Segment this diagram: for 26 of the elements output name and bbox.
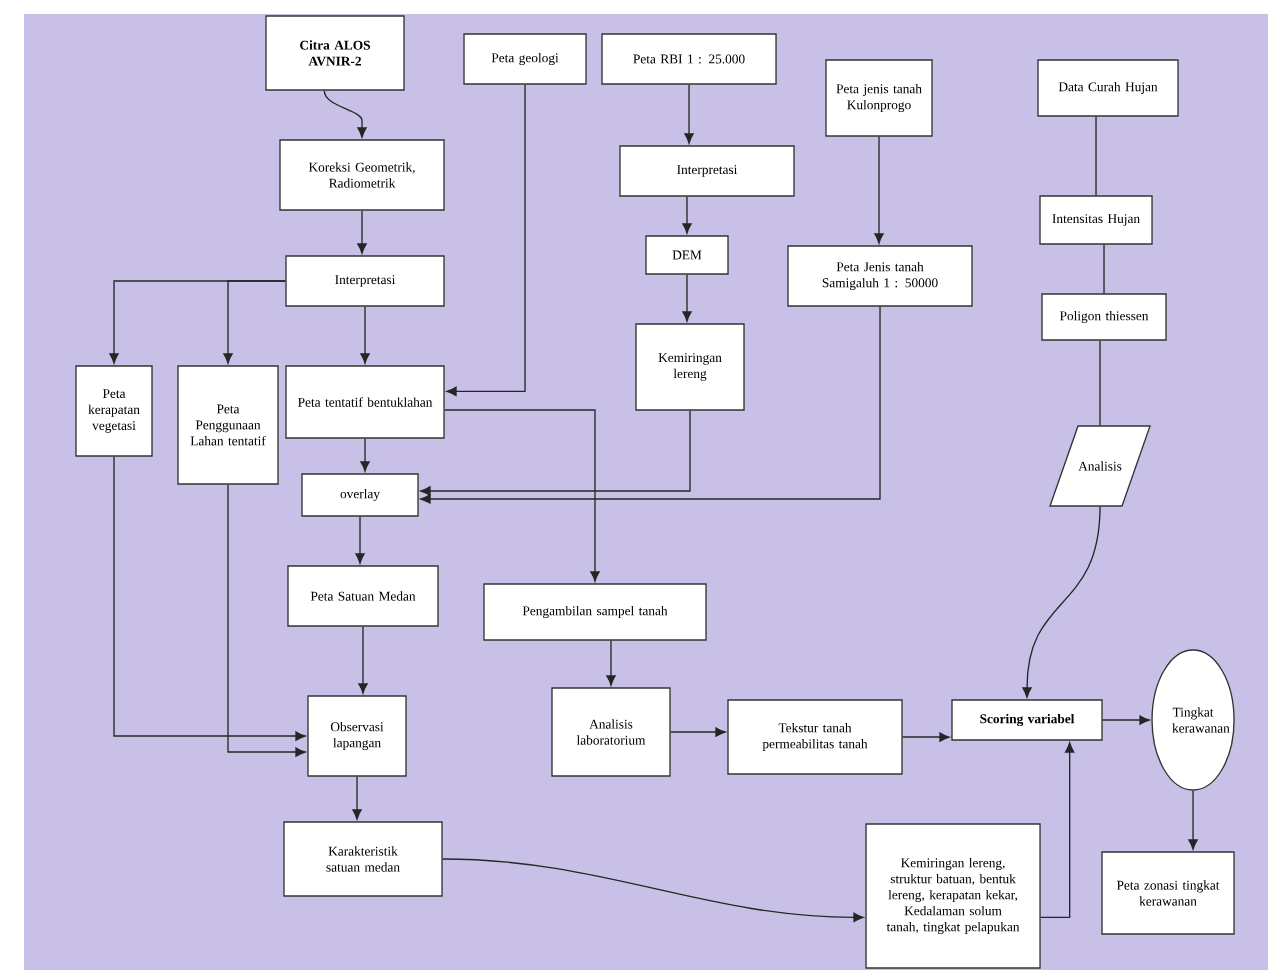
- arrow: [420, 410, 691, 496]
- arrow: [446, 84, 526, 397]
- arrow: [444, 409, 600, 582]
- arrow: [1188, 790, 1198, 850]
- arrow: [113, 456, 306, 741]
- arrow: [442, 858, 864, 923]
- arrow: [606, 640, 616, 686]
- arrow: [682, 274, 692, 322]
- arrow: [323, 90, 367, 138]
- arrow: [902, 732, 950, 742]
- arrow: [227, 484, 306, 757]
- arrow: [358, 626, 368, 694]
- arrow: [670, 727, 726, 737]
- arrow: [360, 306, 370, 364]
- arrow: [352, 776, 362, 820]
- arrow: [682, 196, 692, 234]
- arrow: [223, 280, 286, 364]
- arrow: [355, 516, 365, 564]
- arrow: [357, 210, 367, 254]
- arrow: [684, 84, 694, 144]
- arrow: [1022, 505, 1101, 698]
- arrow: [420, 306, 881, 504]
- arrow: [874, 136, 884, 244]
- arrow: [1040, 742, 1075, 918]
- arrow: [1102, 715, 1150, 725]
- arrow: [360, 438, 370, 472]
